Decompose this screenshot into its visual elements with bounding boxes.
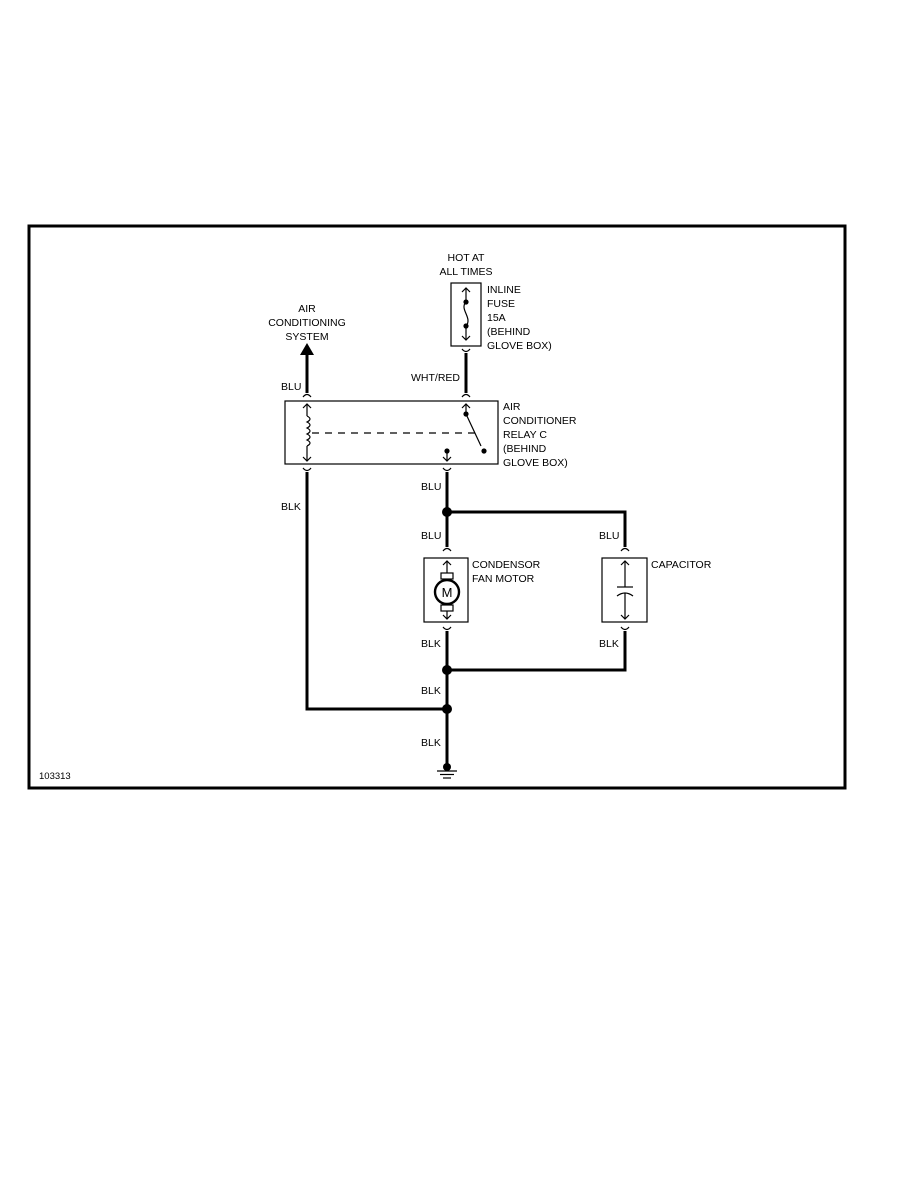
svg-text:(BEHIND: (BEHIND	[487, 326, 531, 338]
svg-text:FUSE: FUSE	[487, 298, 515, 310]
svg-text:GLOVE BOX): GLOVE BOX)	[487, 340, 552, 352]
svg-text:RELAY C: RELAY C	[503, 429, 547, 441]
svg-text:HOT AT: HOT AT	[448, 252, 486, 264]
inline-fuse-label: INLINE FUSE 15A (BEHIND GLOVE BOX)	[487, 284, 552, 352]
wire-label-blk-coil: BLK	[281, 501, 301, 513]
diagram-frame	[27, 224, 847, 790]
wire-label-blu-motor: BLU	[421, 530, 441, 542]
svg-text:(BEHIND: (BEHIND	[503, 443, 547, 455]
hot-at-all-times-label: HOT AT ALL TIMES	[439, 252, 492, 278]
svg-text:SYSTEM: SYSTEM	[285, 331, 328, 343]
wire-label-blk-capacitor: BLK	[599, 638, 619, 650]
svg-text:ALL TIMES: ALL TIMES	[439, 266, 492, 278]
ac-system-arrow	[300, 343, 314, 398]
wire-blu-relay-out	[442, 467, 452, 512]
wire-label-blu-ac: BLU	[281, 381, 301, 393]
wire-label-blk-motor: BLK	[421, 638, 441, 650]
ac-system-label: AIR CONDITIONING SYSTEM	[268, 303, 346, 343]
wire-label-blk-middle: BLK	[421, 685, 441, 697]
ground-icon	[437, 763, 457, 779]
wire-label-wht-red: WHT/RED	[411, 372, 460, 384]
svg-text:AIR: AIR	[298, 303, 316, 315]
capacitor-label: CAPACITOR	[651, 559, 712, 571]
condensor-fan-motor: M	[423, 557, 469, 623]
wire-label-blk-ground: BLK	[421, 737, 441, 749]
capacitor	[601, 557, 648, 623]
svg-text:FAN MOTOR: FAN MOTOR	[472, 573, 535, 585]
diagram-id: 103313	[39, 771, 71, 782]
svg-text:15A: 15A	[487, 312, 506, 324]
svg-text:CONDITIONING: CONDITIONING	[268, 317, 346, 329]
relay-label: AIR CONDITIONER RELAY C (BEHIND GLOVE BO…	[503, 401, 577, 469]
wire-blu-to-capacitor	[447, 510, 627, 547]
svg-text:INLINE: INLINE	[487, 284, 521, 296]
air-conditioner-relay	[284, 400, 499, 465]
wire-blk-capacitor	[447, 631, 627, 672]
svg-text:GLOVE BOX): GLOVE BOX)	[503, 457, 568, 469]
inline-fuse	[450, 282, 482, 347]
wire-blk-coil	[302, 467, 447, 711]
svg-text:CONDENSOR: CONDENSOR	[472, 559, 541, 571]
wire-label-blu-capacitor: BLU	[599, 530, 619, 542]
svg-text:AIR: AIR	[503, 401, 521, 413]
wire-label-blu-relay: BLU	[421, 481, 441, 493]
wire-wht-red	[461, 348, 471, 398]
svg-text:CONDITIONER: CONDITIONER	[503, 415, 577, 427]
motor-m-symbol: M	[442, 585, 453, 600]
condensor-fan-motor-label: CONDENSOR FAN MOTOR	[472, 559, 541, 585]
